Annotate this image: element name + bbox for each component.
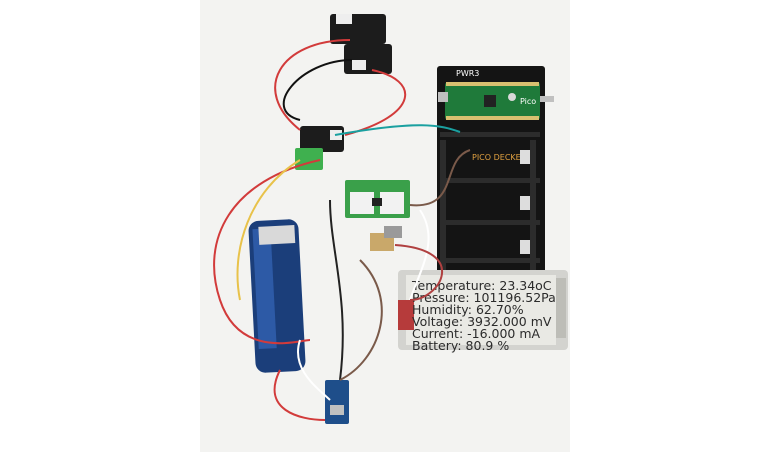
eink-line-voltage: Voltage: 3932.000 mV	[412, 314, 552, 329]
eink-display: Temperature: 23.34oC Pressure: 101196.52…	[398, 270, 568, 353]
eink-line-battery: Battery: 80.9 %	[412, 338, 509, 353]
header-label: PWR3	[456, 69, 479, 78]
slide-switch	[370, 226, 402, 251]
eink-line-pressure: Pressure: 101196.52Pa	[412, 290, 556, 305]
eink-line-humidity: Humidity: 62.70%	[412, 302, 524, 317]
raspberry-logo-icon	[508, 93, 516, 101]
pcb-silk-marking	[520, 150, 530, 164]
pcb-silk-marking	[520, 240, 530, 254]
lithium-battery	[248, 219, 306, 373]
green-breakout-board	[345, 180, 410, 218]
eink-line-current: Current: -16.000 mA	[412, 326, 541, 341]
debug-pins	[540, 96, 554, 102]
eink-line-temperature: Temperature: 23.34oC	[411, 278, 552, 293]
pico-label: Pico	[520, 97, 536, 106]
sensor-module-top	[330, 14, 392, 74]
pico-decker-label: PICO DECKER	[472, 153, 527, 162]
wires	[213, 39, 471, 421]
current-sensor-module	[295, 126, 344, 170]
pico-chip	[484, 95, 496, 107]
display-connector	[398, 300, 414, 330]
charger-module	[325, 380, 349, 424]
pcb-silk-marking	[520, 196, 530, 210]
raspberry-pi-pico: Pico	[438, 82, 554, 120]
usb-port	[438, 92, 448, 102]
